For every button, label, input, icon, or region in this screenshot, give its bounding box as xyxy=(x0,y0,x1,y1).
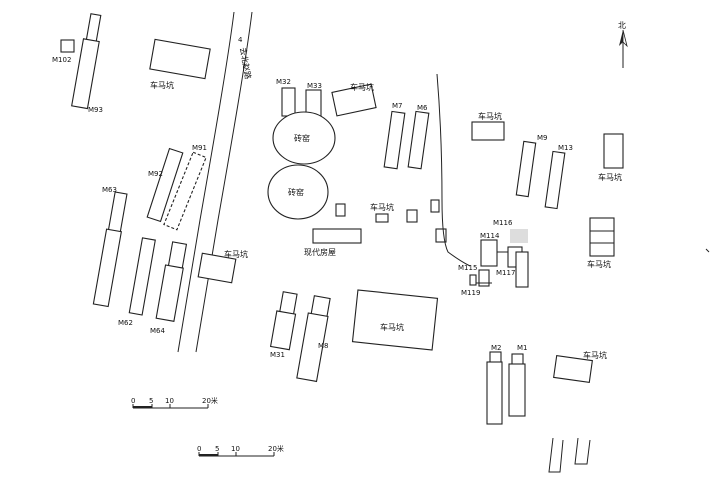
chariot-pit-2-label: 车马坑 xyxy=(350,82,374,92)
boundary-line xyxy=(436,73,471,267)
modern-house xyxy=(312,228,362,244)
chariot-pit-8-label: 车马坑 xyxy=(380,322,404,332)
chariot-pit-6 xyxy=(589,217,615,257)
tomb-m63 xyxy=(92,191,128,308)
road xyxy=(177,11,253,353)
label-m8: M8 xyxy=(318,342,329,350)
chariot-pit-3-label: 车马坑 xyxy=(370,202,394,212)
chariot-pit-4 xyxy=(471,121,505,141)
label-m1: M1 xyxy=(517,344,528,352)
scale-2-tick-5: 5 xyxy=(215,445,219,453)
scale-bar-2: 0 5 10 20米 xyxy=(197,444,284,457)
tomb-m31 xyxy=(269,291,298,351)
scale-1-tick-10: 10 xyxy=(165,397,174,405)
tomb-m92 xyxy=(146,147,184,223)
scale-bar-1: 0 5 10 20米 xyxy=(131,396,218,409)
chariot-pit-9 xyxy=(553,354,593,384)
tomb-partial-2 xyxy=(574,437,591,465)
chariot-pit-5 xyxy=(603,133,624,169)
label-m115: M115 xyxy=(458,264,477,272)
label-m6: M6 xyxy=(417,104,428,112)
road-label: 去北赵路 xyxy=(238,47,253,80)
chariot-pit-2 xyxy=(331,83,377,117)
label-m93: M93 xyxy=(88,106,103,114)
small-pit-1 xyxy=(335,203,346,217)
chariot-pit-7 xyxy=(197,252,237,284)
label-m92: M92 xyxy=(148,170,163,178)
scale-1-tick-0: 0 xyxy=(131,397,135,405)
tomb-m9 xyxy=(515,140,537,198)
edge-mark xyxy=(705,248,710,253)
label-m31: M31 xyxy=(270,351,285,359)
kiln-1-label: 砖窑 xyxy=(294,133,310,143)
tomb-m1 xyxy=(508,353,526,417)
label-m32: M32 xyxy=(276,78,291,86)
label-m117: M117 xyxy=(496,269,515,277)
chariot-pit-8 xyxy=(351,289,439,351)
label-m2: M2 xyxy=(491,344,502,352)
tomb-m93 xyxy=(71,13,102,110)
tomb-m62 xyxy=(128,237,156,316)
label-m119: M119 xyxy=(461,289,480,297)
tomb-cluster-m114 xyxy=(469,229,529,288)
label-m62: M62 xyxy=(118,319,133,327)
scale-2-tick-10: 10 xyxy=(231,445,240,453)
tomb-m91 xyxy=(163,151,207,231)
label-m114: M114 xyxy=(480,232,500,240)
north-label: 北 xyxy=(618,21,626,30)
tomb-m8 xyxy=(296,295,331,383)
modern-house-label: 现代房屋 xyxy=(304,247,336,257)
kiln-2-label: 砖窑 xyxy=(288,187,304,197)
tomb-m13 xyxy=(544,150,566,210)
chariot-pit-7-label: 车马坑 xyxy=(224,249,248,259)
north-arrow-icon xyxy=(619,29,628,68)
scale-2-tick-0: 0 xyxy=(197,445,201,453)
tomb-m6 xyxy=(407,110,430,170)
kiln-1 xyxy=(272,111,336,165)
tomb-m102 xyxy=(60,39,75,53)
chariot-pit-6-label: 车马坑 xyxy=(587,259,611,269)
small-pit-5 xyxy=(435,228,447,243)
small-pit-3 xyxy=(406,209,418,223)
label-m116: M116 xyxy=(493,219,513,227)
tomb-partial-1 xyxy=(548,437,564,473)
label-m63: M63 xyxy=(102,186,117,194)
label-m9: M9 xyxy=(537,134,548,142)
tomb-m7 xyxy=(383,110,406,170)
road-number: 4 xyxy=(238,36,243,44)
small-pit-4 xyxy=(430,199,440,213)
chariot-pit-1 xyxy=(149,38,211,80)
label-m33: M33 xyxy=(307,82,322,90)
tomb-m2 xyxy=(486,351,503,425)
chariot-pit-9-label: 车马坑 xyxy=(583,350,607,360)
scale-1-tick-5: 5 xyxy=(149,397,153,405)
label-m64: M64 xyxy=(150,327,165,335)
tomb-m32 xyxy=(281,87,296,117)
label-m102: M102 xyxy=(52,56,71,64)
chariot-pit-1-label: 车马坑 xyxy=(150,80,174,90)
chariot-pit-5-label: 车马坑 xyxy=(598,172,622,182)
scale-2-tick-20: 20米 xyxy=(268,444,284,453)
label-m13: M13 xyxy=(558,144,573,152)
small-pit-2 xyxy=(375,213,389,223)
tomb-m64 xyxy=(155,241,188,322)
chariot-pit-4-label: 车马坑 xyxy=(478,111,502,121)
label-m7: M7 xyxy=(392,102,403,110)
scale-1-tick-20: 20米 xyxy=(202,396,218,405)
kiln-2 xyxy=(267,164,329,220)
label-m91: M91 xyxy=(192,144,207,152)
